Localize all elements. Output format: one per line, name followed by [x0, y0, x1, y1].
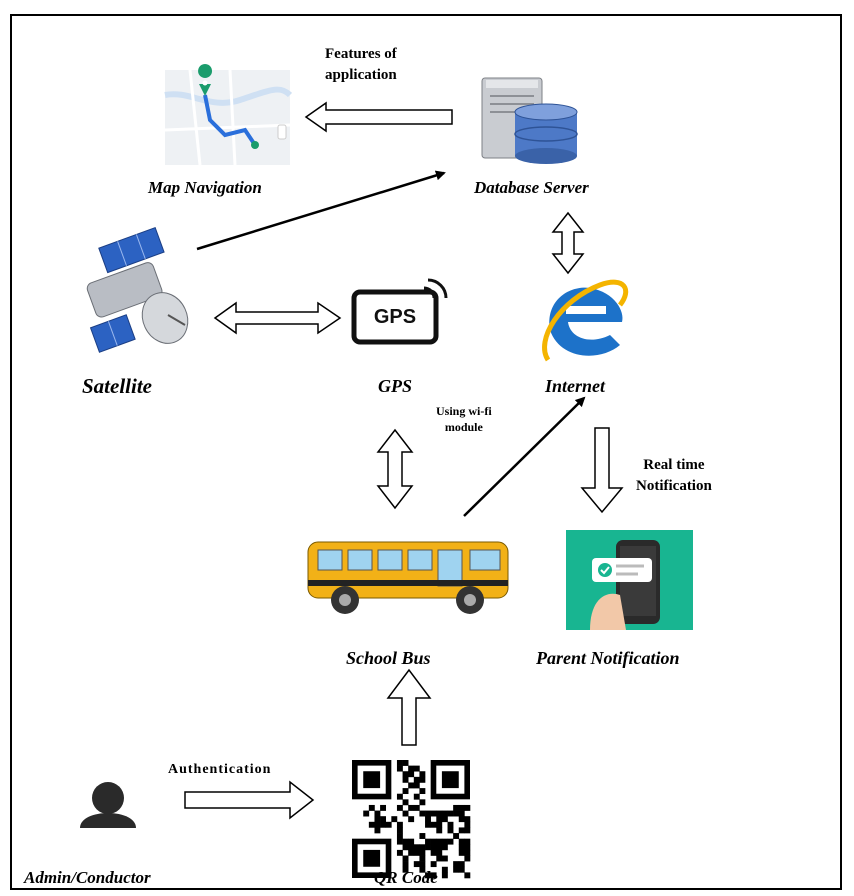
label-gps: GPS — [378, 376, 413, 396]
note-wifi: Using wi-fi module — [436, 403, 492, 435]
gps-badge-text: GPS — [374, 306, 416, 328]
person-icon — [80, 782, 136, 828]
school-bus-icon — [307, 541, 509, 614]
note-features-line1: Features of — [325, 46, 397, 62]
internet-explorer-icon — [542, 279, 629, 362]
database-server-icon — [481, 77, 578, 164]
note-wifi-line2: module — [444, 420, 483, 434]
qr-code-icon — [352, 760, 471, 879]
label-map-navigation: Map Navigation — [148, 178, 262, 197]
note-realtime-line2: Notification — [636, 478, 712, 494]
label-admin-conductor: Admin/Conductor — [24, 868, 151, 887]
label-satellite: Satellite — [82, 374, 152, 398]
note-realtime-line1: Real time — [643, 457, 705, 473]
arrow-bus-to-internet — [463, 396, 586, 517]
arrow-satellite-to-database — [196, 170, 446, 251]
label-database-server: Database Server — [474, 178, 589, 197]
label-qr-code: QR Code — [374, 868, 438, 887]
note-wifi-line1: Using wi-fi — [436, 404, 492, 418]
gps-icon: GPS — [351, 278, 448, 345]
arrow-database-to-map — [304, 101, 453, 133]
note-realtime: Real time Notification — [636, 455, 712, 497]
arrow-internet-to-parent — [580, 427, 624, 514]
arrow-satellite-gps — [213, 301, 342, 335]
arrow-qr-to-bus — [386, 668, 432, 746]
diagram-frame — [10, 14, 842, 890]
arrow-gps-bus — [376, 428, 414, 510]
map-icon — [164, 64, 293, 166]
arrow-admin-to-qr — [184, 780, 315, 820]
note-features: Features of application — [325, 44, 397, 86]
note-authentication: Authentication — [168, 762, 272, 777]
label-school-bus: School Bus — [346, 648, 431, 668]
label-parent-notification: Parent Notification — [536, 648, 680, 668]
label-internet: Internet — [545, 376, 606, 396]
satellite-icon — [86, 226, 189, 353]
note-features-line2: application — [325, 67, 397, 83]
arrow-database-internet — [551, 211, 585, 275]
phone-notification-icon — [566, 530, 693, 630]
